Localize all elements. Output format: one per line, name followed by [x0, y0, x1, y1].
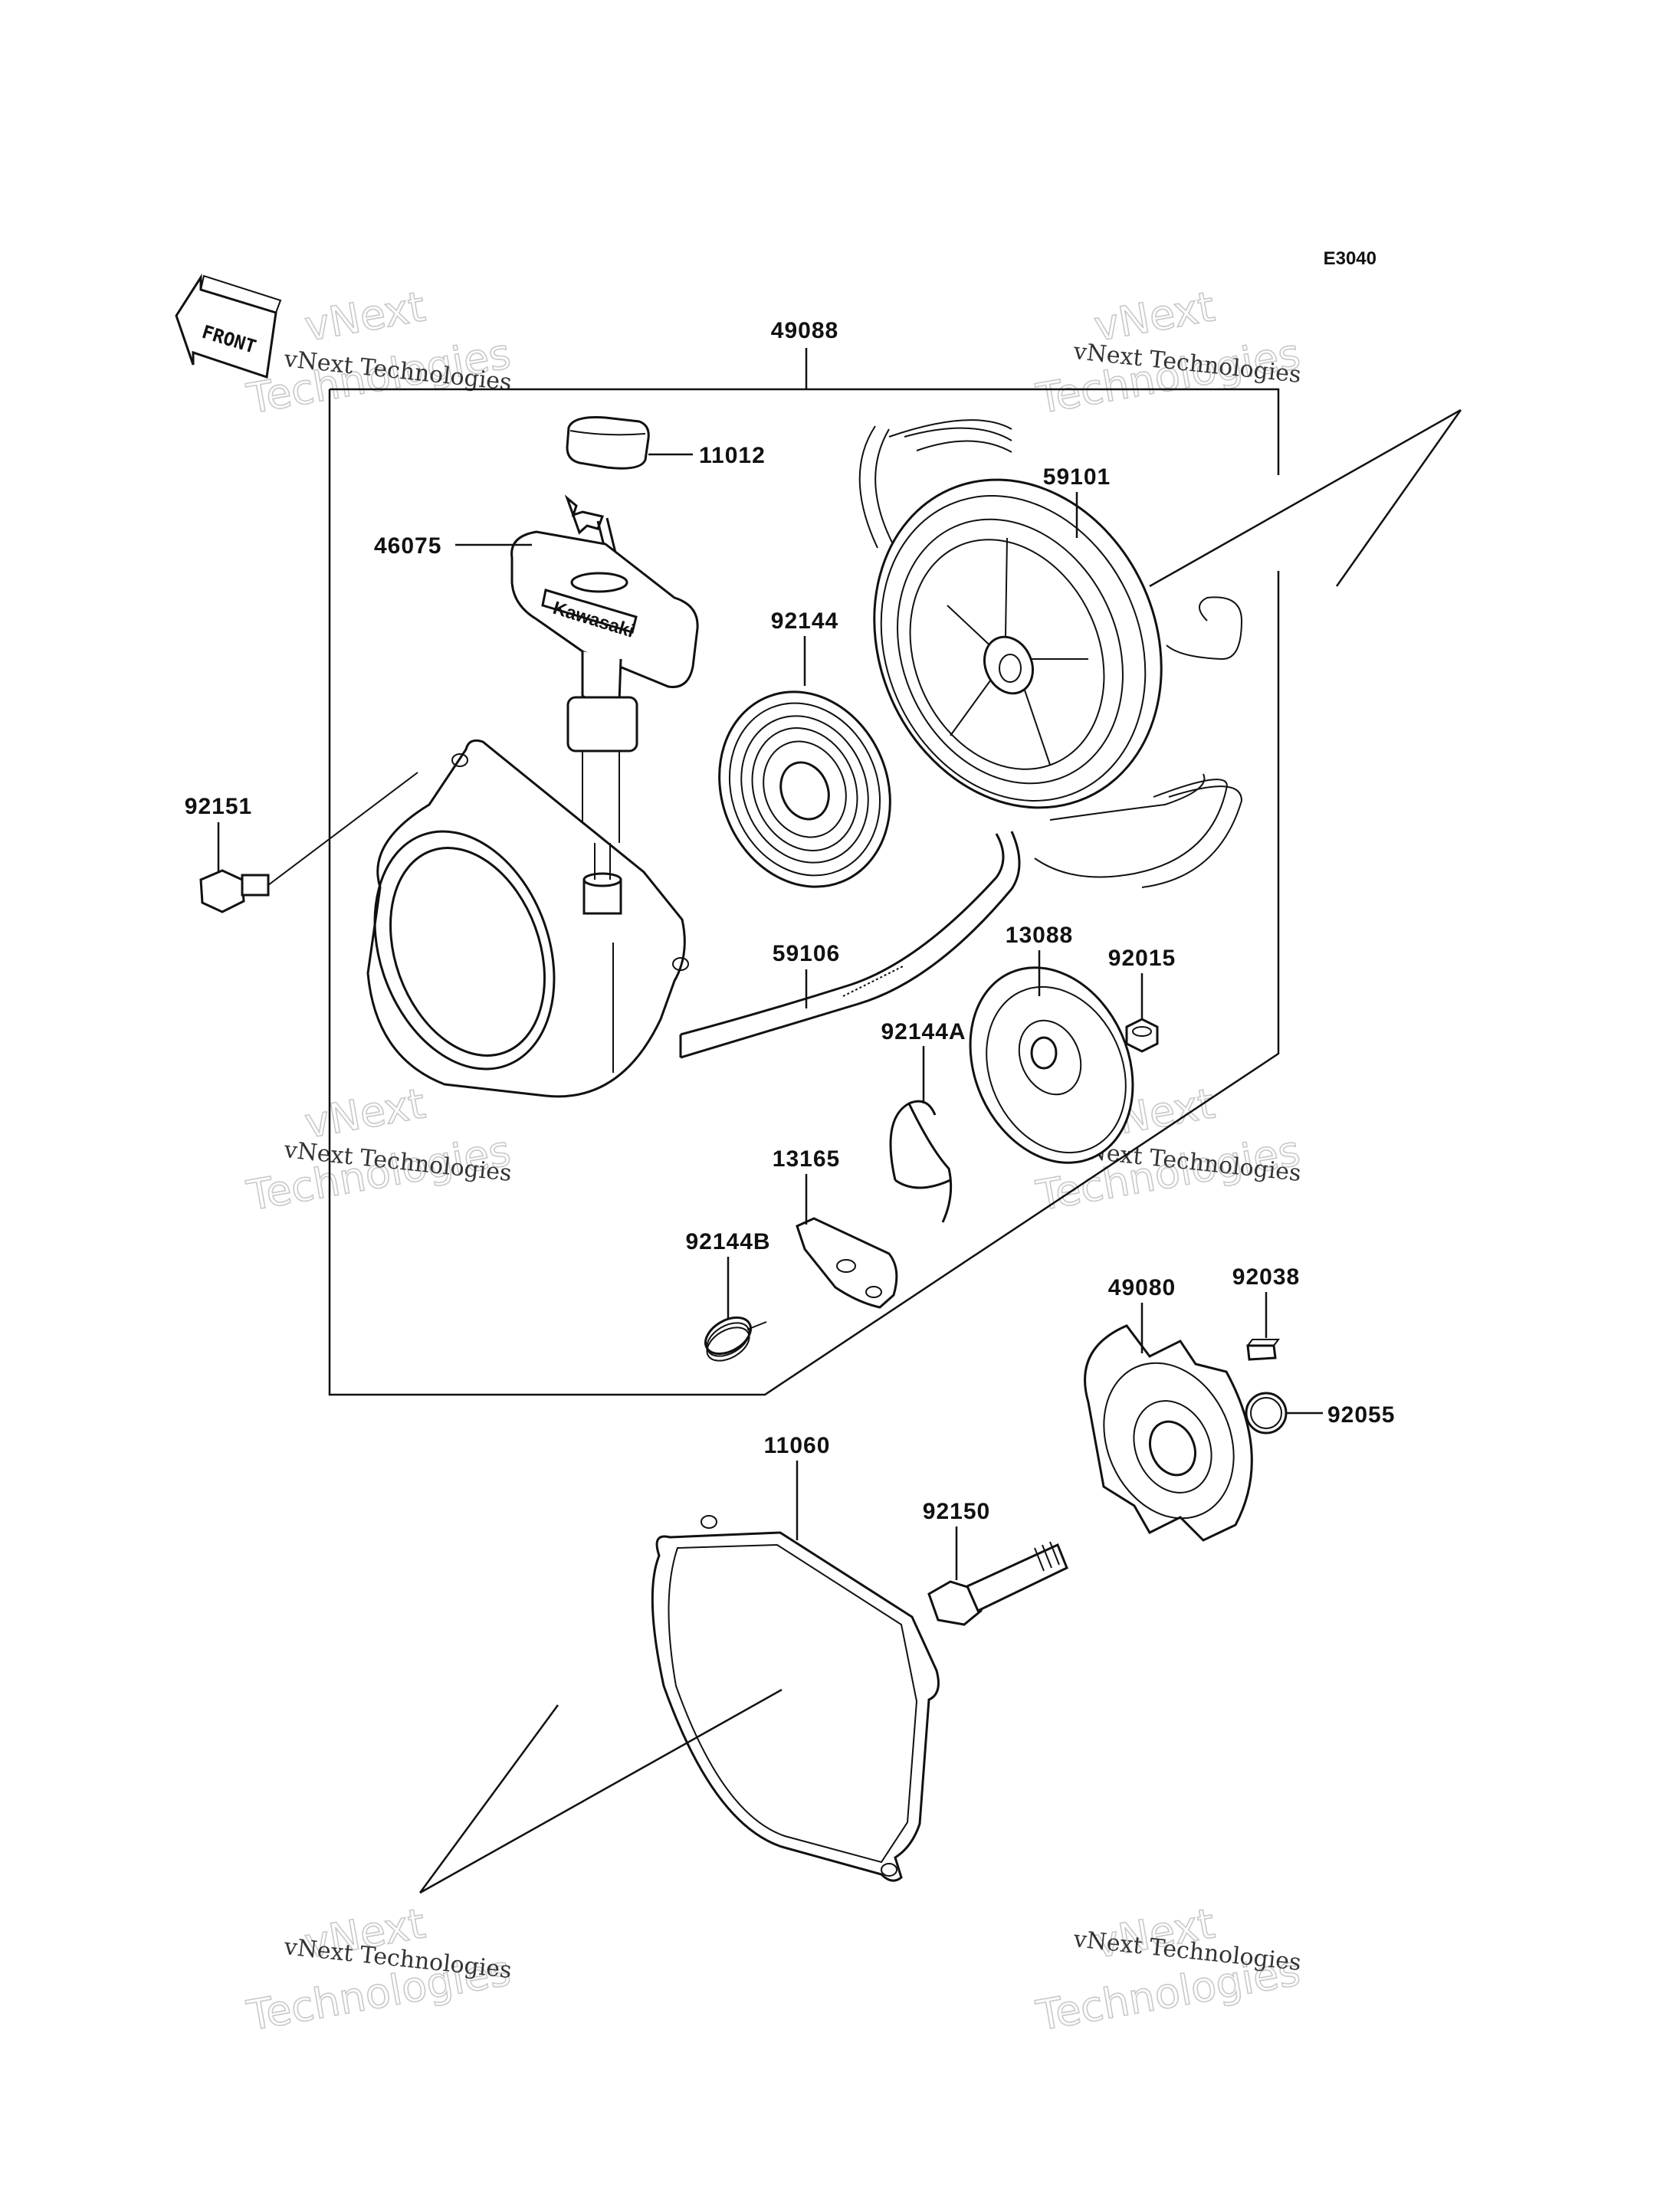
label-92015: 92015 [1108, 946, 1176, 971]
watermark-big-line1: vNext [1091, 282, 1218, 350]
assembly-frame-49088 [328, 348, 1280, 1396]
label-92144B: 92144B [685, 1229, 770, 1254]
part-92055-oring [1245, 1392, 1288, 1435]
part-13165-ratchet [796, 1217, 898, 1309]
label-11060: 11060 [764, 1433, 831, 1458]
label-92150: 92150 [923, 1499, 990, 1524]
part-92144A-clip [889, 1100, 953, 1223]
watermark-mid-left: vNext Technologies [242, 1079, 514, 1221]
label-49088: 49088 [771, 318, 838, 343]
label-11012: 11012 [699, 443, 766, 468]
part-recoil-housing [366, 739, 689, 1098]
part-59101-pulley [858, 419, 1243, 888]
part-13088-plate [969, 966, 1134, 1164]
part-92015-nut [1125, 1018, 1159, 1053]
part-49080-drum [1084, 1324, 1253, 1542]
label-49080: 49080 [1108, 1275, 1176, 1300]
watermark-big-line1: vNext [301, 1079, 428, 1147]
part-11060-gasket [651, 1515, 940, 1882]
reference-lines [418, 408, 1462, 1894]
part-46075-handle: Kawasaki [510, 494, 699, 843]
part-92150-bolt [927, 1541, 1068, 1626]
part-92151-bolt [199, 772, 418, 913]
part-92038-key [1246, 1339, 1280, 1361]
watermark-top-right: vNext Technologies [1032, 282, 1304, 425]
watermark-big-line1: vNext [301, 282, 428, 350]
label-59106: 59106 [773, 941, 840, 966]
front-arrow-icon: FRONT [175, 273, 282, 379]
watermark-top-left: vNext Technologies [242, 282, 514, 425]
part-11012-cap [566, 416, 650, 470]
label-13165: 13165 [773, 1146, 840, 1172]
label-92151: 92151 [185, 794, 252, 819]
part-59106-rope [679, 831, 1021, 1059]
label-92055: 92055 [1327, 1402, 1395, 1428]
label-92144: 92144 [771, 608, 838, 634]
part-92144-spring [718, 690, 891, 888]
part-92144B-spring [704, 1316, 767, 1362]
label-13088: 13088 [1006, 923, 1073, 948]
label-59101: 59101 [1043, 464, 1111, 490]
label-46075: 46075 [374, 533, 441, 559]
label-92038: 92038 [1232, 1264, 1300, 1290]
label-92144A: 92144A [881, 1019, 966, 1044]
part-number-labels: 49088 11012 46075 59101 92144 92151 5910… [185, 318, 1395, 1524]
diagram-code: E3040 [1324, 248, 1376, 269]
